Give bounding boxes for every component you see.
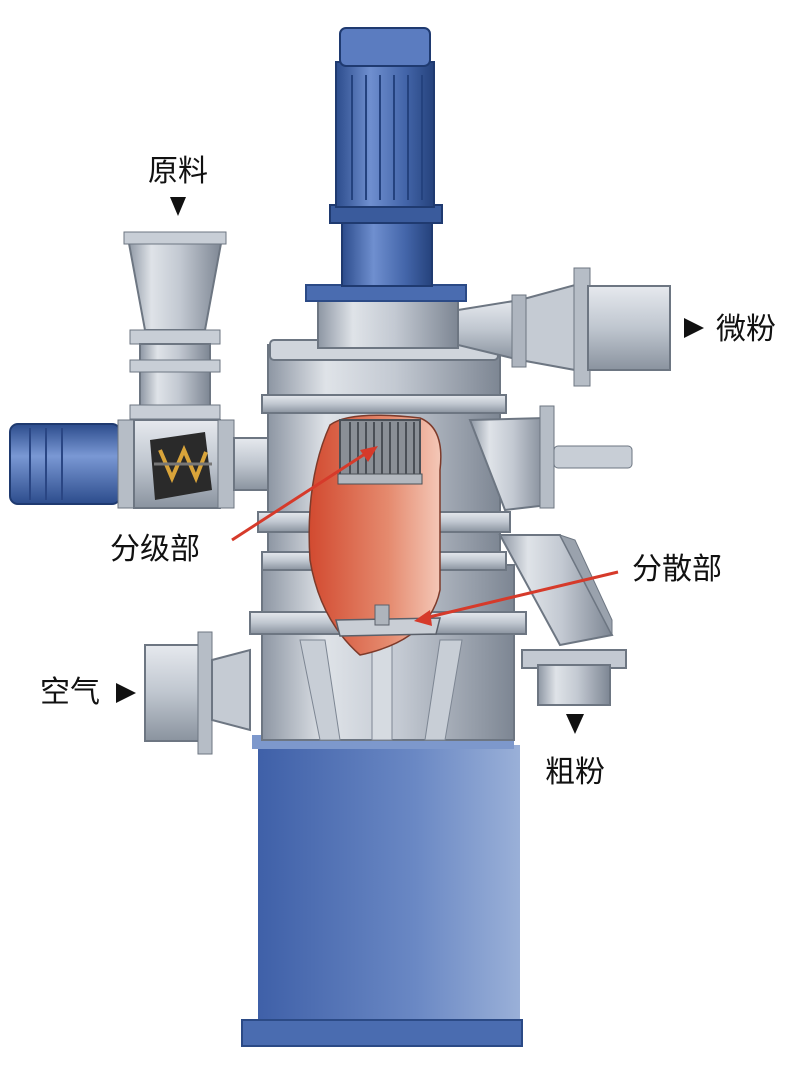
cutaway-interior (308, 414, 442, 656)
pointer-arrow-classifying (231, 446, 378, 542)
dispersing-section-label: 分散部 (632, 552, 722, 587)
feed-hopper (123, 231, 227, 420)
coarse-powder-arrow (566, 714, 584, 734)
fine-powder-label: 微粉 (716, 312, 776, 347)
raw-material-arrow (170, 197, 186, 216)
raw-material-label: 原料 (148, 154, 208, 189)
screw-feeder (9, 419, 269, 509)
top-housing (305, 284, 467, 349)
coarse-powder-outlet (468, 405, 633, 706)
base-cylinder (241, 735, 523, 1047)
fine-powder-arrow (684, 318, 704, 338)
pointer-arrow-dispersing (414, 570, 619, 626)
coarse-powder-label: 粗粉 (545, 755, 605, 790)
air-arrow (116, 683, 136, 703)
motor (329, 27, 443, 287)
fine-powder-outlet (457, 267, 671, 387)
air-label: 空气 (40, 675, 100, 710)
air-inlet (144, 631, 251, 755)
classifying-section-label: 分级部 (110, 532, 200, 567)
